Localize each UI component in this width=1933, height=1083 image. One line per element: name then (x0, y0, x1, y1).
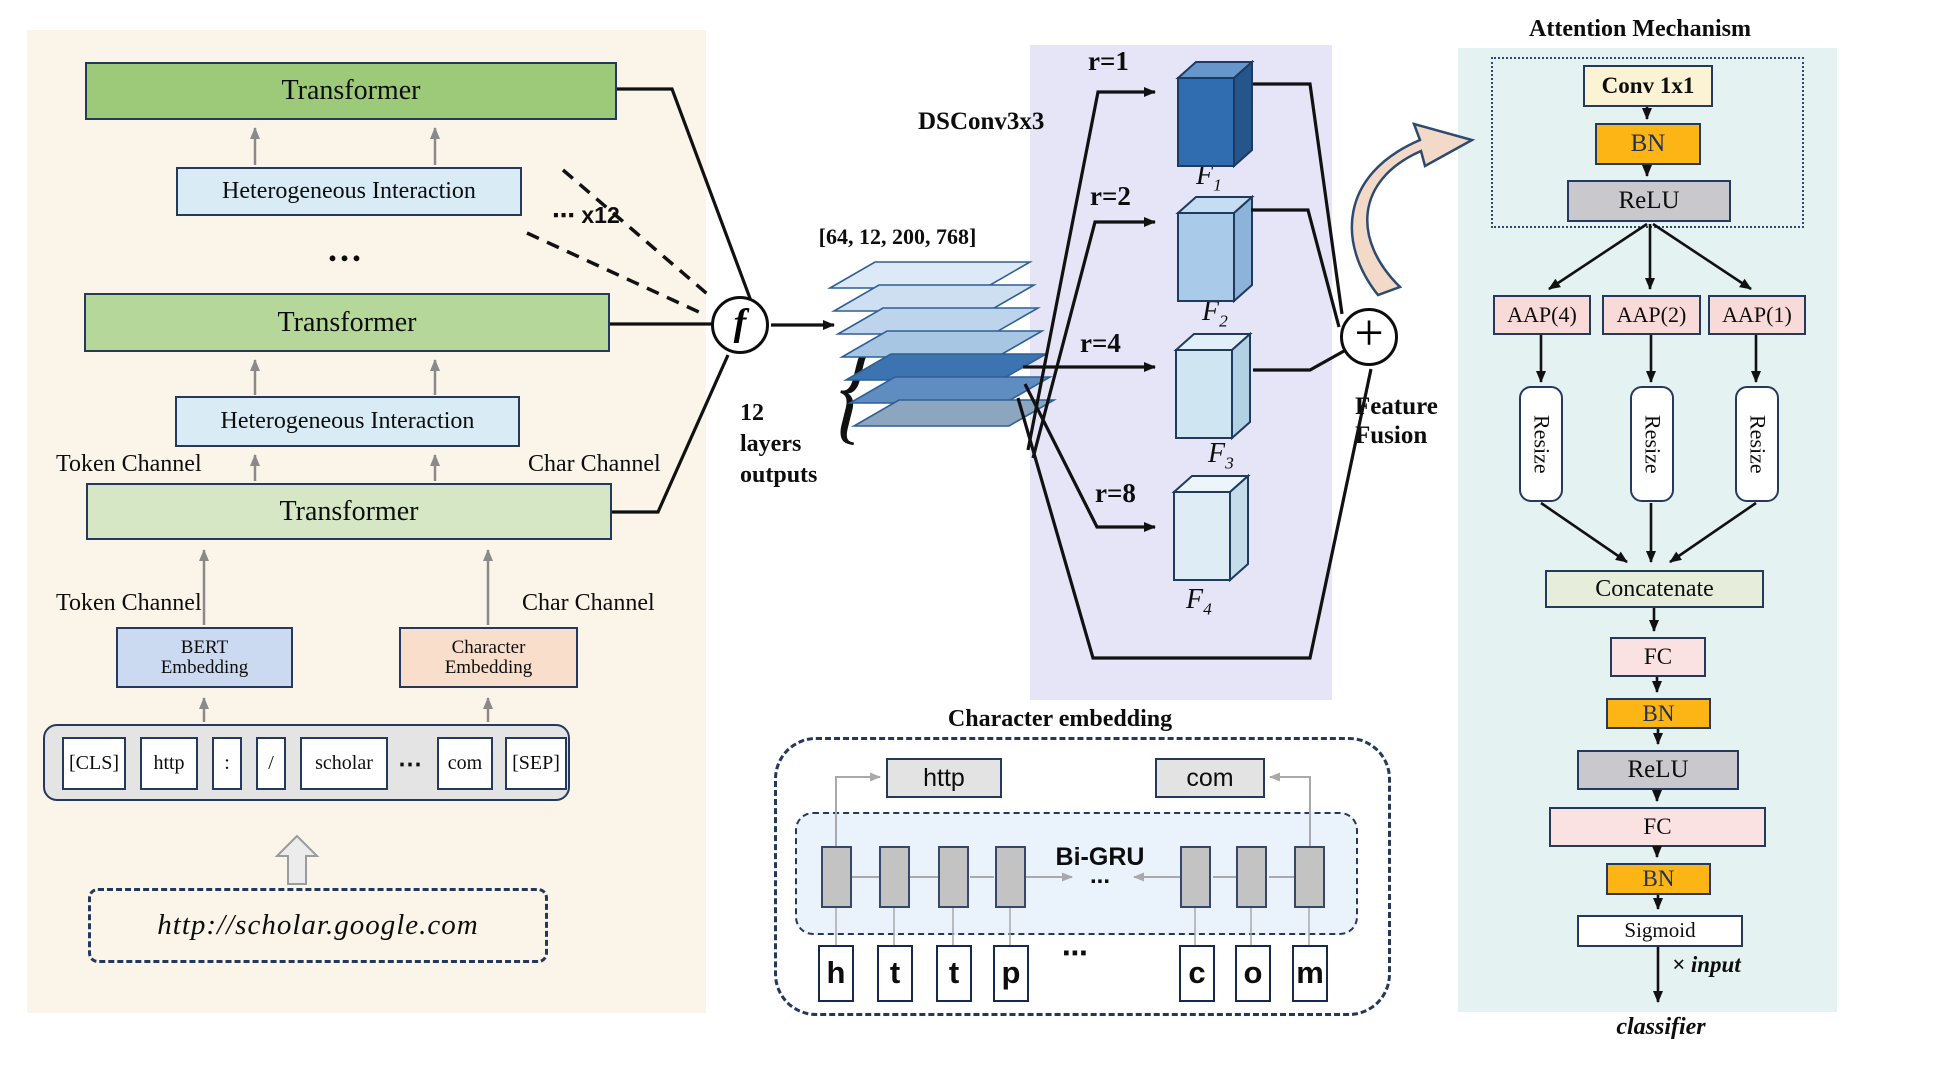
bn-box-1: BN (1595, 123, 1701, 165)
token-slash: / (256, 737, 286, 790)
bert-embedding-box: BERT Embedding (116, 627, 293, 688)
word-box-http: http (886, 758, 1002, 798)
layers-line1: 12 (740, 400, 764, 426)
rate-label-r8: r=8 (1095, 478, 1136, 508)
gru-cell (879, 846, 910, 908)
char-embedding-outer-box (774, 737, 1391, 1016)
feature-label-f2: F2 (1202, 296, 1228, 332)
f4-sub: 4 (1203, 599, 1212, 619)
resize-box-1: Resize (1519, 386, 1563, 502)
fusion-line2: Fusion (1355, 422, 1428, 449)
heterogeneous-interaction-middle: Heterogeneous Interaction (175, 396, 520, 447)
f1-base: F (1196, 160, 1214, 191)
resize-box-2: Resize (1630, 386, 1674, 502)
transformer-block-middle: Transformer (84, 293, 610, 352)
heterogeneous-interaction-top: Heterogeneous Interaction (176, 167, 522, 216)
feature-label-f3: F3 (1208, 438, 1234, 474)
layers-outputs-label: 12 layers outputs (740, 398, 817, 491)
char-channel-label-lower: Char Channel (522, 590, 655, 616)
bigru-label: Bi-GRU (1055, 843, 1145, 871)
transformer-block-top: Transformer (85, 62, 617, 120)
f3-base: F (1208, 438, 1226, 469)
f-symbol: f (733, 302, 747, 344)
char-box-t2: t (936, 945, 972, 1002)
char-embedding-title: Character embedding (947, 706, 1173, 732)
attention-title: Attention Mechanism (1529, 16, 1751, 42)
times-input-label: × input (1672, 952, 1741, 977)
f2-base: F (1202, 296, 1220, 327)
gru-cell (938, 846, 969, 908)
stack-ellipsis: ... (328, 229, 364, 269)
tensor-shape-label: [64, 12, 200, 768] (818, 224, 977, 249)
gru-cell (1236, 846, 1267, 908)
feature-label-f4: F4 (1186, 584, 1212, 620)
word-box-com: com (1155, 758, 1265, 798)
character-embedding-line2: Embedding (444, 656, 533, 678)
char-box-h: h (818, 945, 854, 1002)
layers-line2: layers (740, 431, 802, 457)
plus-icon: + (1354, 305, 1384, 362)
bert-embedding-line1: BERT (180, 636, 229, 658)
feature-fusion-label: Feature Fusion (1355, 392, 1438, 450)
bn-box-3: BN (1606, 863, 1711, 895)
rate-label-r2: r=2 (1090, 181, 1131, 211)
x12-label: ⋯ x12 (552, 202, 620, 228)
f4-base: F (1186, 584, 1204, 615)
fc-box-1: FC (1610, 637, 1706, 677)
sigmoid-box: Sigmoid (1577, 915, 1743, 947)
feature-label-f1: F1 (1196, 160, 1222, 196)
f1-sub: 1 (1213, 175, 1222, 195)
conv1x1-box: Conv 1x1 (1583, 65, 1713, 107)
token-com: com (437, 737, 493, 790)
token-ellipsis: ⋯ (398, 752, 422, 778)
stack-brace: { (818, 320, 891, 458)
gru-cell (821, 846, 852, 908)
gru-cell (1180, 846, 1211, 908)
gru-cell (995, 846, 1026, 908)
token-sep: [SEP] (505, 737, 567, 790)
aap4-box: AAP(4) (1493, 295, 1591, 335)
char-ellipsis: ⋯ (1062, 938, 1088, 968)
bert-embedding-line2: Embedding (160, 656, 249, 678)
char-box-o: o (1235, 945, 1271, 1002)
token-scholar: scholar (300, 737, 388, 790)
token-http: http (140, 737, 198, 790)
concatenate-box: Concatenate (1545, 570, 1764, 608)
rate-label-r4: r=4 (1080, 328, 1121, 358)
classifier-label: classifier (1616, 1014, 1706, 1040)
fusion-to-attention-curved-arrow (1350, 122, 1476, 297)
layers-line3: outputs (740, 462, 818, 488)
bn-box-2: BN (1606, 698, 1711, 729)
token-cls: [CLS] (62, 737, 126, 790)
bigru-ellipsis: ... (1089, 862, 1110, 889)
url-input-box: http://scholar.google.com (88, 888, 548, 963)
char-box-t1: t (877, 945, 913, 1002)
fusion-line1: Feature (1355, 393, 1438, 420)
dsconv-title: DSConv3x3 (918, 108, 1045, 135)
f-function-circle: f (711, 296, 769, 354)
character-embedding-line1: Character (451, 636, 526, 658)
gru-cell (1294, 846, 1325, 908)
fc-box-2: FC (1549, 807, 1766, 847)
resize-box-3: Resize (1735, 386, 1779, 502)
token-channel-label-lower: Token Channel (56, 590, 202, 616)
relu-box-2: ReLU (1577, 750, 1739, 790)
character-embedding-box: Character Embedding (399, 627, 578, 688)
aap1-box: AAP(1) (1708, 295, 1806, 335)
rate-label-r1: r=1 (1088, 46, 1129, 76)
char-box-p: p (993, 945, 1029, 1002)
f2-sub: 2 (1219, 311, 1228, 331)
token-channel-label-upper: Token Channel (56, 451, 202, 477)
char-box-m: m (1292, 945, 1328, 1002)
transformer-block-bottom: Transformer (86, 483, 612, 540)
char-box-c: c (1179, 945, 1215, 1002)
dilated-conv-panel-background (1030, 45, 1332, 700)
aap2-box: AAP(2) (1602, 295, 1701, 335)
token-colon: : (212, 737, 242, 790)
fusion-plus-circle: + (1340, 305, 1398, 366)
char-channel-label-upper: Char Channel (528, 451, 661, 477)
relu-box-1: ReLU (1567, 180, 1731, 222)
f3-sub: 3 (1225, 453, 1234, 473)
